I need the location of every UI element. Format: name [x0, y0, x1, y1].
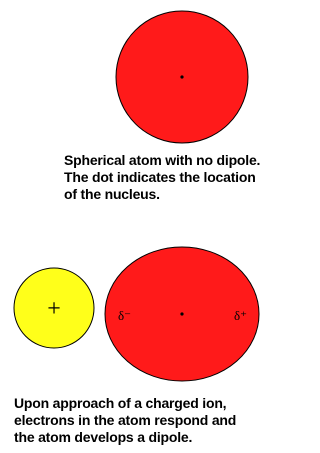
- caption-line: The dot indicates the location: [64, 169, 256, 185]
- delta-minus-label: δ⁻: [118, 308, 131, 323]
- spherical-atom-caption: Spherical atom with no dipole. The dot i…: [64, 152, 260, 203]
- caption-line: of the nucleus.: [64, 186, 160, 202]
- nucleus-dot: [180, 75, 184, 79]
- polarized-atom-group: δ⁻ δ⁺: [104, 246, 260, 382]
- polarized-nucleus-dot: [180, 312, 184, 316]
- delta-plus-label: δ⁺: [234, 308, 247, 323]
- caption-line: Upon approach of a charged ion,: [14, 395, 227, 411]
- caption-line: Spherical atom with no dipole.: [64, 152, 261, 168]
- ion-group: +: [13, 267, 95, 349]
- caption-line: the atom develops a dipole.: [14, 429, 193, 445]
- dipole-caption: Upon approach of a charged ion, electron…: [14, 395, 236, 446]
- ion-charge-label: +: [47, 296, 61, 322]
- spherical-atom-group: [115, 10, 249, 144]
- caption-line: electrons in the atom respond and: [14, 412, 237, 428]
- charged-ion: [13, 267, 95, 349]
